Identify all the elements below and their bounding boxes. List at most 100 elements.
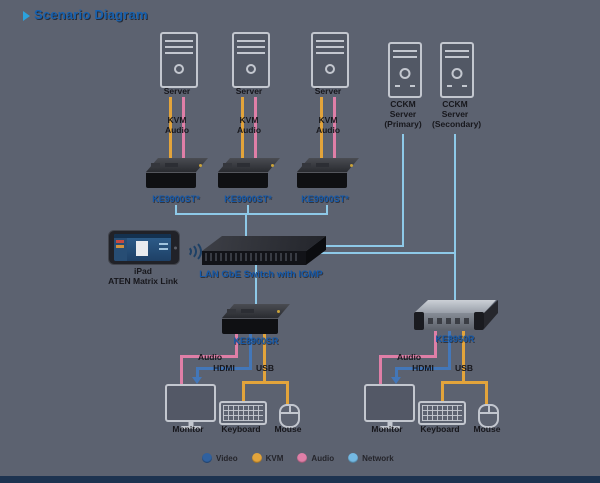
network-line [255,264,257,306]
usb-cable-label: USB [256,363,274,373]
usb-cable [242,381,245,402]
hdmi-cable-label: HDMI [213,363,235,373]
legend-dot-network [348,453,359,463]
ipad-screen [114,234,171,261]
monitor-neck [188,420,193,426]
cckm-secondary-label: CCKM Server (Secondary) [432,99,482,129]
network-line [454,134,456,302]
audio-cable [379,355,437,358]
mouse [279,404,300,428]
transmitter-device [146,158,208,190]
server-slot [316,52,344,54]
legend-label: Network [362,453,394,463]
legend-label: KVM [265,453,284,463]
server-tower [160,32,198,88]
server-slot [393,56,417,58]
device-top [222,304,290,318]
hdmi-cable [196,367,199,378]
server-slot [165,52,193,54]
screen-thumb [116,245,124,248]
receiver-label: KE8900SR [233,336,279,346]
legend-dot-kvm [251,453,262,463]
monitor [364,384,415,429]
device-front [222,318,278,334]
hdmi-cable [249,333,252,369]
kvm-cable-label: KVM [167,115,187,125]
audio-cable [254,97,257,159]
legend-label: Audio [311,453,335,463]
server-label: Server [314,86,342,96]
legend-item: Audio [297,453,334,463]
port [165,163,178,167]
mouse-buttons [281,412,298,414]
monitor-label: Monitor [371,424,403,434]
monitor-neck [387,420,392,426]
monitor [165,384,216,429]
network-line [318,245,404,247]
port [428,318,470,324]
mouse-wheel [487,406,490,413]
transmitter-label: KE9900ST* [152,194,200,204]
wifi-icon [182,237,204,263]
mouse-label: Mouse [274,424,302,434]
usb-cable [286,381,289,405]
server-slot [316,46,344,48]
server-label: Server [235,86,263,96]
kvm-cable [169,97,172,159]
mouse-label: Mouse [473,424,501,434]
page-title: Scenario Diagram [34,7,148,22]
mouse-buttons [480,412,497,414]
audio-cable [235,333,238,357]
cckm-primary-label: CCKM Server (Primary) [384,99,422,129]
power-button-icon [451,68,463,79]
usb-cable [441,381,488,384]
server-slot [237,46,265,48]
network-line [318,252,456,254]
drive-slot [462,85,467,87]
audio-cable-label: Audio [164,125,190,135]
transmitter-device [218,158,280,190]
screen-row [159,248,168,250]
keyboard-keys [223,405,263,421]
audio-cable-label: Audio [197,352,223,362]
device-front [146,172,196,188]
server-slot [445,50,469,52]
hdmi-arrow-icon [391,377,401,384]
server-tower [311,32,349,88]
network-line [247,205,249,215]
lan-switch-label: LAN GbE Switch with IGMP [199,269,323,280]
monitor-base [379,426,400,429]
legend: Video KVM Audio Network [202,453,394,463]
monitor-base [180,426,201,429]
legend-label: Video [216,453,238,463]
device-cap [414,312,424,330]
audio-cable [180,355,183,386]
legend-dot-audio [297,453,308,463]
hdmi-cable [395,367,398,378]
monitor-label: Monitor [172,424,204,434]
switch-ports [205,253,297,261]
audio-cable-label: Audio [396,352,422,362]
ipad-label-line1: iPad [134,266,152,276]
server-label: Server [163,86,191,96]
screen-sidebar [114,238,127,261]
screen-thumb [116,240,124,243]
server-slot [393,50,417,52]
led-icon [277,310,280,313]
transmitter-device [297,158,359,190]
port [151,163,160,167]
device-top [202,236,326,251]
device-cap [474,312,484,330]
server-tower [232,32,270,88]
port [316,163,329,167]
kvm-cable [241,97,244,159]
power-button-icon [174,64,184,74]
title-arrow-icon [23,11,30,21]
device-front [297,172,347,188]
power-button-icon [325,64,335,74]
port [227,309,236,313]
audio-cable-label: Audio [315,125,341,135]
cckm-server-tower [440,42,474,98]
server-slot [445,56,469,58]
